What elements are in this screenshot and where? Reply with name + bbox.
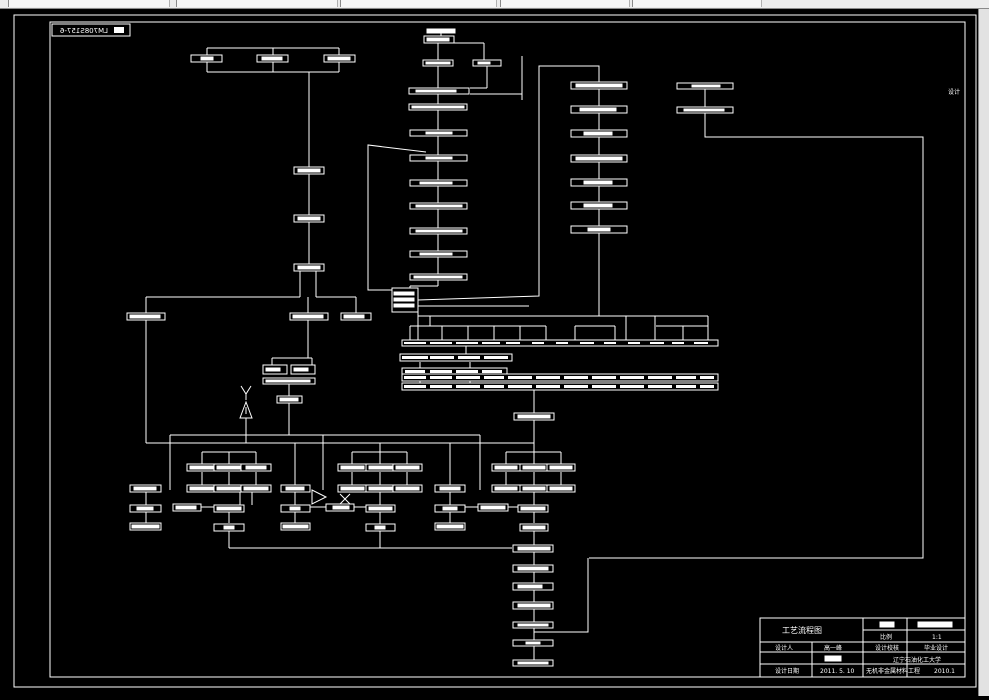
pump-icon: [311, 489, 328, 505]
window-toolbar: [0, 0, 989, 9]
checker-label: 设计校核: [875, 644, 899, 652]
class-number: 2010.1: [934, 668, 955, 675]
toolbar-segment-4[interactable]: [500, 0, 630, 7]
scale-value: 1:1: [932, 634, 942, 641]
scale-label: 比例: [880, 633, 892, 641]
title-block: [759, 617, 966, 678]
equipment-boxes: [126, 28, 734, 667]
designer-label: 设计人: [775, 644, 793, 652]
process-flow-diagram: LM708S157-6 设计: [13, 14, 977, 688]
vertical-scrollbar[interactable]: [978, 9, 989, 696]
toolbar-segment-3[interactable]: [340, 0, 497, 7]
project-label: 毕业设计: [924, 644, 948, 652]
cad-drawing-canvas[interactable]: LM708S157-6 设计: [0, 9, 979, 696]
drawing-number-tag: [51, 23, 131, 37]
side-note: 设计: [948, 88, 960, 96]
warning-triangle-icon: [239, 400, 253, 419]
equipment-row-marks: [402, 342, 714, 388]
drawing-number-mark: [114, 27, 124, 33]
school-name: 辽宁石油化工大学: [893, 656, 941, 664]
inner-frame: [49, 21, 966, 678]
flow-lines: [145, 30, 924, 660]
symbols: [239, 385, 351, 505]
fork-icon: [240, 385, 252, 395]
valve-icon: [339, 493, 351, 505]
outer-frame: [13, 14, 977, 688]
title-block-text: 工艺流程图 比例 1:1 设计人 高一峰 设计校核 毕业设计 辽宁石油化工大学 …: [775, 625, 955, 675]
designer-name: 高一峰: [824, 644, 842, 652]
date-label: 设计日期: [775, 667, 799, 675]
title-text: 工艺流程图: [782, 625, 822, 635]
drawing-number-label: LM708S157-6: [59, 27, 108, 35]
toolbar-segment-5[interactable]: [632, 0, 762, 7]
date-value: 2011. 5. 10: [820, 668, 855, 675]
department-name: 无机非金属材料工程: [866, 667, 920, 675]
toolbar-segment-2[interactable]: [176, 0, 338, 7]
toolbar-segment-1[interactable]: [8, 0, 170, 7]
